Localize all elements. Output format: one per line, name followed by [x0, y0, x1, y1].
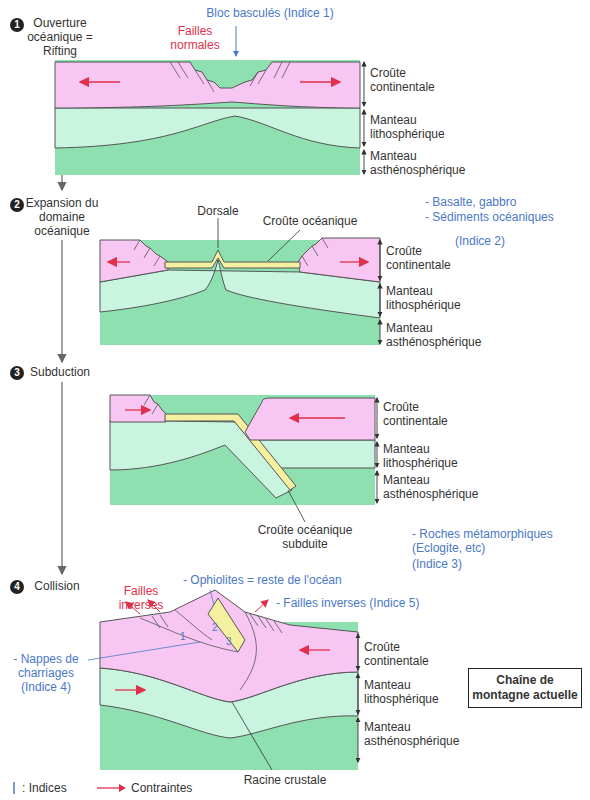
annotation-label: Ouverture océanique = Rifting: [12, 16, 108, 58]
annotation-label: - Ophiolites = reste de l'océan: [183, 573, 383, 587]
annotation-label: Expansion du domaine océanique: [12, 196, 112, 238]
annotation-label: Bloc basculés (Indice 1): [185, 6, 355, 20]
annotation-label: Croûte continentale: [370, 66, 460, 94]
annotation-label: Manteau lithosphérique: [364, 678, 454, 706]
subduction-section: [110, 395, 377, 522]
annotation-label: - Sédiments océaniques: [425, 210, 585, 224]
stage-number: 4: [10, 580, 24, 594]
box-text: Chaîne de montagne actuelle: [471, 673, 579, 703]
annotation-label: - Nappes de charriages (Indice 4): [2, 652, 90, 694]
expansion-section: [100, 218, 380, 345]
stage-number: 2: [10, 198, 24, 212]
annotation-label: Manteau asthénosphérique: [370, 149, 480, 177]
legend-item: : Indices: [10, 781, 67, 795]
stage-number: 3: [10, 366, 24, 380]
annotation-label: Manteau asthénosphérique: [364, 720, 474, 748]
annotation-label: Subduction: [20, 365, 100, 379]
collision-section: [88, 590, 358, 770]
annotation-label: Racine crustale: [225, 773, 345, 787]
annotation-label: Croûte continentale: [364, 640, 454, 668]
annotation-label: Manteau asthénosphérique: [383, 473, 493, 501]
legend-sample: [95, 781, 127, 795]
annotation-label: Croûte continentale: [386, 244, 476, 272]
annotation-label: - Failles inverses (Indice 5): [276, 596, 466, 610]
callout-number: 2: [212, 622, 222, 633]
annotation-label: Manteau lithosphérique: [386, 284, 476, 312]
annotation-label: Croûte océanique: [255, 214, 365, 228]
annotation-label: Manteau lithosphérique: [383, 442, 473, 470]
annotation-label: Croûte continentale: [383, 400, 473, 428]
annotation-label: Croûte océanique subduite: [245, 523, 365, 551]
annotation-label: Dorsale: [188, 204, 248, 218]
legend-text: : Indices: [22, 781, 67, 795]
annotation-label: Failles inverses: [110, 584, 172, 612]
annotation-label: Collision: [22, 579, 92, 593]
legend-text: Contraintes: [131, 781, 192, 795]
annotation-label: - Roches métamorphiques (Eclogite, etc): [412, 527, 572, 555]
legend-sample: [10, 781, 18, 795]
caption-box: Chaîne de montagne actuelle: [468, 668, 582, 708]
annotation-label: Manteau asthénosphérique: [386, 321, 496, 349]
callout-number: 3: [226, 636, 236, 647]
legend-item: Contraintes: [95, 781, 192, 795]
callout-number: 1: [180, 631, 190, 642]
annotation-label: - Basalte, gabbro: [425, 195, 575, 209]
annotation-label: (Indice 3): [412, 557, 492, 571]
annotation-label: Manteau lithosphérique: [370, 113, 460, 141]
annotation-label: (Indice 2): [455, 234, 535, 248]
stage-number: 1: [10, 18, 24, 32]
annotation-label: Failles normales: [158, 24, 232, 52]
